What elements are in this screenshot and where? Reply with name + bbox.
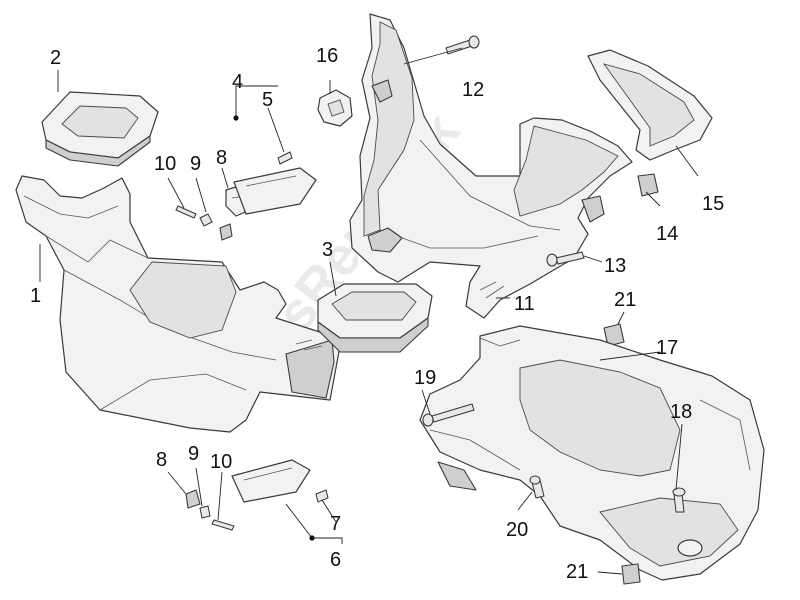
callout-14: 14 <box>656 223 678 245</box>
part-21-clip-lower[interactable] <box>621 563 641 585</box>
callout-20: 20 <box>506 519 528 541</box>
part-15-side-cover[interactable] <box>587 49 713 161</box>
leader-dots <box>233 115 315 541</box>
part-21-clip-upper[interactable] <box>603 323 625 347</box>
part-18-screw[interactable] <box>672 487 686 513</box>
part-9-spring-lower[interactable] <box>199 505 211 519</box>
part-1-handlebar-front-cover[interactable] <box>15 175 341 433</box>
part-10-pin-upper[interactable] <box>175 205 197 219</box>
part-10-pin-lower[interactable] <box>211 519 235 531</box>
callout-19: 19 <box>414 367 436 389</box>
callout-8-lower: 8 <box>156 449 167 471</box>
part-20-screw[interactable] <box>529 475 545 499</box>
part-clip-small-upper[interactable] <box>219 223 233 241</box>
callout-6: 6 <box>330 549 341 571</box>
callout-15: 15 <box>702 193 724 215</box>
part-9-spring-upper[interactable] <box>199 213 213 227</box>
part-11-handlebar-rear-cover[interactable] <box>349 13 633 319</box>
callout-13: 13 <box>604 255 626 277</box>
callout-numbers: 2 1 4 5 8 9 10 16 3 12 11 13 14 15 21 17… <box>30 45 724 583</box>
part-16-grommet[interactable] <box>317 89 353 127</box>
part-19-screw[interactable] <box>422 403 475 427</box>
callout-11: 11 <box>514 293 535 315</box>
callout-3: 3 <box>322 239 333 261</box>
part-4-lid-plate-upper[interactable] <box>233 167 317 215</box>
part-3-lower-tray[interactable] <box>317 283 433 353</box>
part-8-clip-lower[interactable] <box>185 489 201 509</box>
callout-10-upper: 10 <box>154 153 176 175</box>
part-2-upper-tray[interactable] <box>41 91 159 167</box>
callout-9-lower: 9 <box>188 443 199 465</box>
callout-8-upper: 8 <box>216 147 227 169</box>
part-17-instrument-frame[interactable] <box>419 325 765 581</box>
callout-9-upper: 9 <box>190 153 201 175</box>
part-13-screw[interactable] <box>546 251 585 267</box>
callout-10-lower: 10 <box>210 451 232 473</box>
part-5-small-pin-upper[interactable] <box>277 151 293 165</box>
callout-18: 18 <box>670 401 692 423</box>
callout-4: 4 <box>232 71 243 93</box>
leader-lines <box>39 47 699 575</box>
callout-17: 17 <box>656 337 678 359</box>
callout-12: 12 <box>462 79 484 101</box>
callout-21-upper: 21 <box>614 289 636 311</box>
callout-21-lower: 21 <box>566 561 588 583</box>
part-7-small-pin-lower[interactable] <box>315 489 329 503</box>
callout-5: 5 <box>262 89 273 111</box>
callout-7: 7 <box>330 513 341 535</box>
part-6-lid-plate-lower[interactable] <box>231 459 311 503</box>
callout-1: 1 <box>30 285 41 307</box>
callout-16: 16 <box>316 45 338 67</box>
callout-2: 2 <box>50 47 61 69</box>
part-14-clip[interactable] <box>637 173 659 197</box>
